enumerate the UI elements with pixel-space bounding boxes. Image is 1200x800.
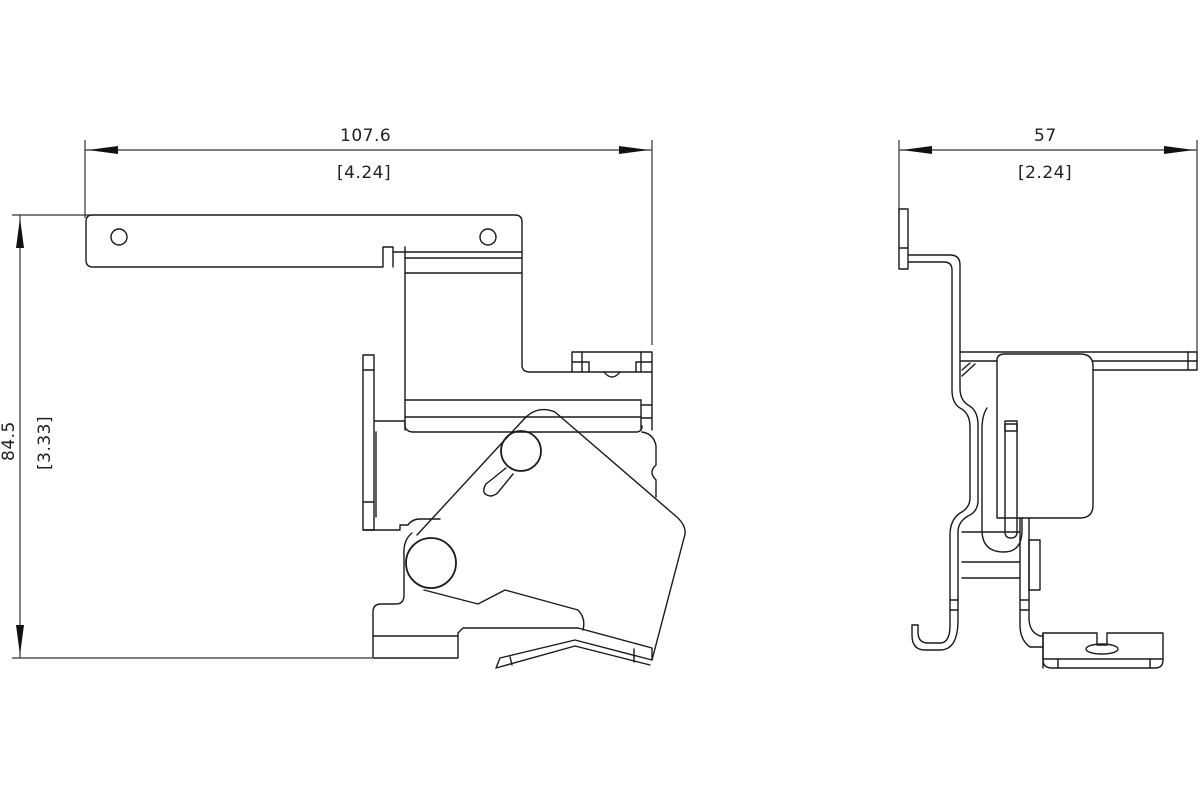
side-view-width-inch-label: [4.24]	[337, 163, 392, 183]
end-view-width-mm-label: 57	[1034, 126, 1057, 146]
end-view-width-inch-label: [2.24]	[1018, 163, 1073, 183]
end-view-dimension-lines	[898, 140, 1198, 352]
side-view-height-inch-label: [3.33]	[35, 415, 55, 470]
side-view-height-mm-label: 84.5	[0, 421, 19, 461]
side-view-part	[85, 214, 686, 669]
side-view-width-mm-label: 107.6	[340, 126, 392, 146]
end-view-part	[898, 208, 1198, 669]
side-view-dimension-lines	[12, 140, 653, 659]
